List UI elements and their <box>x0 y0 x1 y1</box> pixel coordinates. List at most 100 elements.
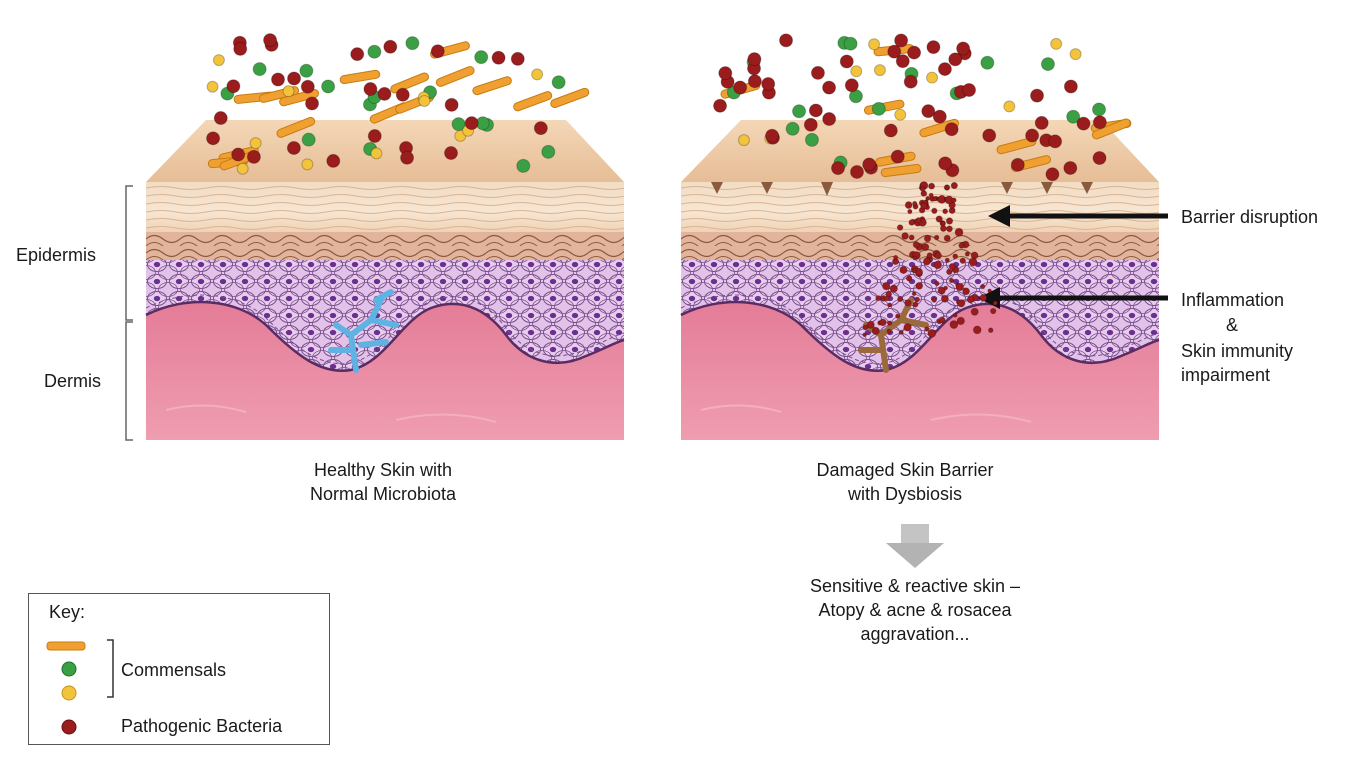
inflammatory-cell <box>883 282 890 289</box>
inflammatory-cell <box>915 297 920 302</box>
outcome-line3: aggravation... <box>760 622 1070 646</box>
green-commensal <box>872 102 885 115</box>
inflammatory-cell <box>969 258 977 266</box>
pathogenic-bacterium <box>214 112 227 125</box>
inflammatory-cell <box>905 202 912 209</box>
pathogenic-bacterium <box>734 81 747 94</box>
green-commensal <box>322 80 335 93</box>
pathogenic-bacterium <box>933 110 946 123</box>
inflammatory-cell <box>909 235 914 240</box>
impairment-label: impairment <box>1181 364 1270 386</box>
green-commensal <box>517 159 530 172</box>
pathogenic-bacterium <box>823 81 836 94</box>
inflammatory-cell <box>934 261 942 269</box>
inflammatory-cell <box>949 264 955 270</box>
pathogenic-bacterium <box>378 87 391 100</box>
pathogenic-bacterium <box>431 45 444 58</box>
yellow-commensal <box>874 65 885 76</box>
yellow-commensal <box>895 109 906 120</box>
pathogenic-bacterium <box>884 124 897 137</box>
inflammatory-cell <box>956 283 964 291</box>
pathogenic-bacterium <box>762 77 775 90</box>
inflammatory-cell <box>906 276 912 282</box>
pathogenic-bacterium <box>232 148 245 161</box>
inflammatory-cell <box>940 225 946 231</box>
pathogenic-bacterium <box>804 118 817 131</box>
inflammatory-cell <box>923 258 930 265</box>
rod-bacterium <box>340 70 381 84</box>
pathogenic-bacterium <box>748 75 761 88</box>
pathogenic-bacterium <box>1031 89 1044 102</box>
inflammatory-cell <box>924 235 930 241</box>
pathogenic-bacterium <box>364 83 377 96</box>
inflammatory-cell <box>950 321 958 329</box>
pathogenic-bacterium <box>766 129 779 142</box>
yellow-commensal <box>869 39 880 50</box>
pathogenic-bacterium <box>264 34 277 47</box>
pathogenic-bacterium <box>1035 116 1048 129</box>
pathogenic-bacterium <box>863 158 876 171</box>
inflammatory-cell <box>993 301 997 305</box>
pathogenic-bacterium <box>850 165 863 178</box>
pathogenic-bacterium <box>511 52 524 65</box>
inflammatory-cell <box>913 201 917 205</box>
inflammatory-cell <box>936 216 942 222</box>
damaged-caption: Damaged Skin Barrier with Dysbiosis <box>790 458 1020 506</box>
inflammatory-cell <box>959 243 964 248</box>
inflammatory-cell <box>928 329 936 337</box>
inflammatory-cell <box>898 296 903 301</box>
skin-immunity-label: Skin immunity <box>1181 340 1293 362</box>
inflammatory-cell <box>863 333 867 337</box>
yellow-commensal <box>213 55 224 66</box>
inflammatory-cell <box>929 193 933 197</box>
green-commensal <box>475 51 488 64</box>
pathogenic-bacterium <box>492 51 505 64</box>
green-commensal <box>793 105 806 118</box>
inflammatory-cell <box>935 281 939 285</box>
rod-bacterium <box>472 76 513 96</box>
inflammatory-cell <box>896 314 900 318</box>
inflammatory-cell <box>887 321 891 325</box>
inflammatory-cell <box>932 298 937 303</box>
green-commensal <box>1093 103 1106 116</box>
yellow-commensal-symbol <box>62 686 76 700</box>
inflammatory-cell <box>953 313 957 317</box>
inflammatory-cell <box>912 268 916 272</box>
inflammatory-cell <box>980 294 987 301</box>
inflammatory-cell <box>902 233 909 240</box>
green-commensal <box>844 37 857 50</box>
inflammatory-cell <box>922 244 929 251</box>
pathogenic-bacterium <box>1093 152 1106 165</box>
inflammatory-cell <box>897 225 903 231</box>
inflammatory-cell <box>867 321 874 328</box>
green-commensal <box>406 37 419 50</box>
healthy-caption-line2: Normal Microbiota <box>278 482 488 506</box>
pathogenic-bacterium <box>949 53 962 66</box>
inflammatory-cell <box>934 235 939 240</box>
inflammatory-cell <box>933 197 937 201</box>
pathogenic-bacterium <box>288 72 301 85</box>
pathogenic-bacterium <box>1046 168 1059 181</box>
inflammatory-cell <box>932 208 937 213</box>
inflammatory-cell <box>953 254 958 259</box>
inflammatory-cell <box>960 258 965 263</box>
dermis-label: Dermis <box>44 370 101 392</box>
inflammatory-cell <box>904 324 911 331</box>
green-commensal <box>786 122 799 135</box>
inflammatory-cell <box>945 185 949 189</box>
pathogenic-label: Pathogenic Bacteria <box>121 716 282 737</box>
inflammatory-cell <box>955 228 963 236</box>
yellow-commensal <box>250 138 261 149</box>
pathogenic-bacterium <box>780 34 793 47</box>
rod-commensal-symbol <box>47 642 85 650</box>
inflammatory-cell <box>941 221 945 225</box>
outcome-line1: Sensitive & reactive skin – <box>760 574 1070 598</box>
key-legend: Key: Commensals Pathogenic Bacteria <box>28 593 330 745</box>
inflammatory-cell <box>944 286 948 290</box>
yellow-commensal <box>237 163 248 174</box>
inflammatory-cell <box>900 266 907 273</box>
inflammatory-cell <box>912 292 916 296</box>
green-commensal <box>300 64 313 77</box>
inflammatory-cell <box>880 319 887 326</box>
yellow-commensal <box>302 159 313 170</box>
